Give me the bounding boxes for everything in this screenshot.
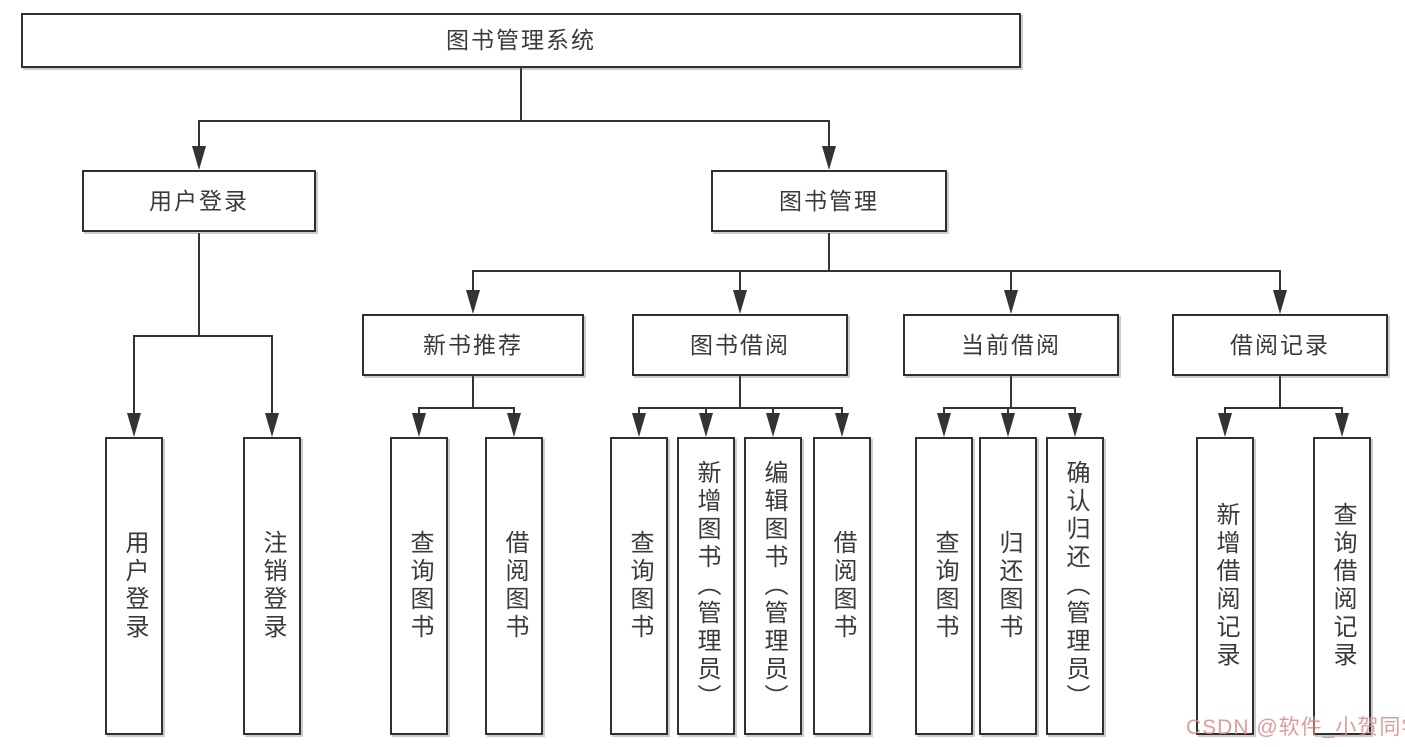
leaf-label: 新增借阅记录 — [1212, 502, 1239, 670]
leaf-label: 借阅图书 — [829, 530, 856, 642]
node-current-borrowing-label: 当前借阅 — [961, 331, 1061, 358]
node-leaf-confirm-return-admin: 确认归还（管理员） — [1046, 437, 1104, 735]
node-borrowing-records-label: 借阅记录 — [1230, 331, 1330, 358]
node-new-book-recommend-label: 新书推荐 — [423, 331, 523, 358]
node-root-label: 图书管理系统 — [446, 27, 596, 53]
leaf-label: 编辑图书（管理员） — [760, 460, 787, 712]
node-root: 图书管理系统 — [21, 13, 1021, 68]
leaf-label: 借阅图书 — [501, 530, 528, 642]
node-book-management-label: 图书管理 — [779, 187, 879, 214]
node-new-book-recommend: 新书推荐 — [362, 314, 584, 376]
node-leaf-return-books: 归还图书 — [979, 437, 1037, 735]
leaf-label: 新增图书（管理员） — [693, 460, 720, 712]
leaf-label: 用户登录 — [121, 530, 148, 642]
node-leaf-query-books-current: 查询图书 — [915, 437, 973, 735]
leaf-label: 确认归还（管理员） — [1062, 460, 1089, 712]
node-leaf-add-books-admin: 新增图书（管理员） — [677, 437, 735, 735]
node-book-borrowing-label: 图书借阅 — [690, 331, 790, 358]
leaf-label: 注销登录 — [259, 530, 286, 642]
node-leaf-query-borrow-record: 查询借阅记录 — [1313, 437, 1371, 735]
node-leaf-query-books-borrowing: 查询图书 — [610, 437, 668, 735]
leaf-label: 查询图书 — [406, 530, 433, 642]
node-borrowing-records: 借阅记录 — [1172, 314, 1388, 376]
leaf-label: 查询借阅记录 — [1329, 502, 1356, 670]
node-user-login: 用户登录 — [82, 170, 316, 232]
node-leaf-edit-books-admin: 编辑图书（管理员） — [744, 437, 802, 735]
node-book-borrowing: 图书借阅 — [632, 314, 848, 376]
leaf-label: 查询图书 — [626, 530, 653, 642]
node-user-login-label: 用户登录 — [149, 187, 249, 214]
node-leaf-add-borrow-record: 新增借阅记录 — [1196, 437, 1254, 735]
node-leaf-query-books-recommend: 查询图书 — [390, 437, 448, 735]
node-leaf-borrow-books: 借阅图书 — [813, 437, 871, 735]
node-book-management: 图书管理 — [711, 170, 947, 232]
leaf-label: 查询图书 — [931, 530, 958, 642]
node-current-borrowing: 当前借阅 — [903, 314, 1119, 376]
node-leaf-logout: 注销登录 — [243, 437, 301, 735]
node-leaf-user-login: 用户登录 — [105, 437, 163, 735]
node-leaf-borrow-books-recommend: 借阅图书 — [485, 437, 543, 735]
leaf-label: 归还图书 — [995, 530, 1022, 642]
